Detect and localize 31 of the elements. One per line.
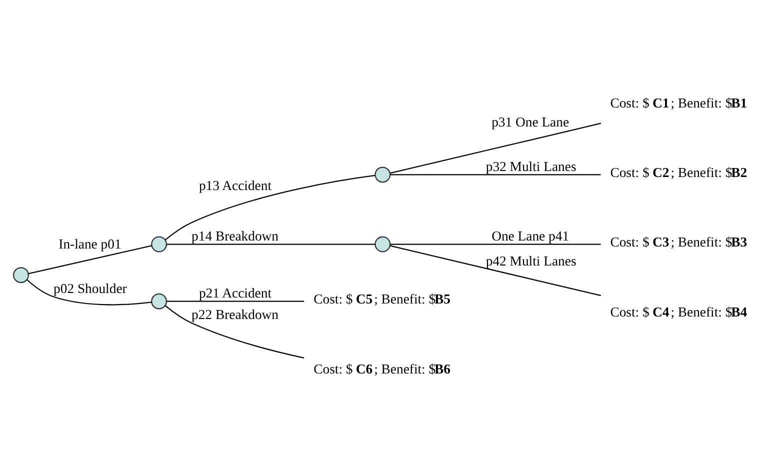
edge-label: One Lane p41 xyxy=(492,228,570,244)
edge-label: p42 Multi Lanes xyxy=(486,253,576,268)
node-text: Cost: $ C2; Benefit: $B2 xyxy=(610,165,748,180)
node-circle xyxy=(13,267,29,284)
connector xyxy=(166,300,304,302)
connector xyxy=(26,279,152,306)
edge-label: p21 Accident xyxy=(198,285,272,300)
connector xyxy=(390,174,601,176)
edge-label: p22 Breakdown xyxy=(192,307,279,322)
edge-label: p31 One Lane xyxy=(492,114,570,130)
node-text: Cost: $ C5; Benefit: $B5 xyxy=(314,292,451,307)
connector xyxy=(164,174,376,240)
connector xyxy=(28,245,152,274)
edge-label: p02 Shoulder xyxy=(54,280,127,296)
connector xyxy=(390,122,602,174)
connector xyxy=(166,244,376,245)
connector xyxy=(390,244,601,245)
node-text: Cost: $ C6; Benefit: $B6 xyxy=(314,361,451,376)
node-text: Cost: $ C1; Benefit: $B1 xyxy=(610,95,748,110)
node-circle xyxy=(374,236,391,252)
node-circle xyxy=(151,236,168,252)
node-text: Cost: $ C3; Benefit: $B3 xyxy=(610,234,748,250)
node-circle xyxy=(151,293,168,310)
edge-label: In-lane p01 xyxy=(58,236,122,252)
connector xyxy=(164,305,304,358)
node-text: Cost: $ C4; Benefit: $B4 xyxy=(610,304,748,320)
edge-label: p32 Multi Lanes xyxy=(486,158,576,174)
node-circle xyxy=(374,166,391,183)
edge-label: p14 Breakdown xyxy=(192,228,279,244)
connector xyxy=(390,245,602,296)
edge-label: p13 Accident xyxy=(198,178,272,194)
